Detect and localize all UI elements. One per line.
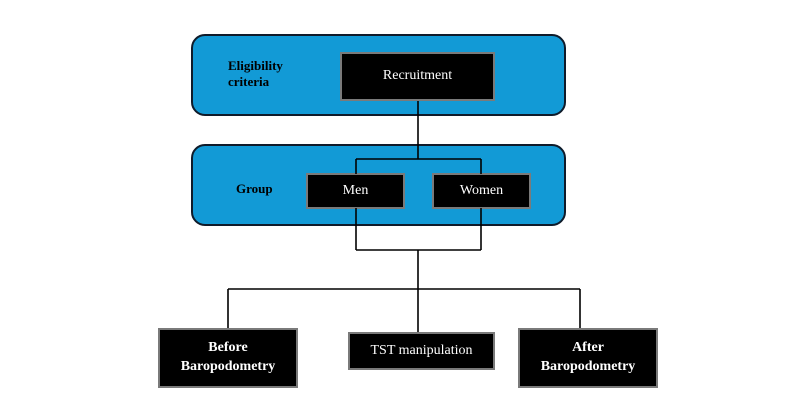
- tst-manipulation-text: TST manipulation: [370, 342, 473, 358]
- group-label: Group: [236, 181, 273, 196]
- recruitment-node: Recruitment: [340, 52, 495, 101]
- after-baropodometry-node: After Baropodometry: [518, 328, 658, 388]
- women-node-text: Women: [459, 182, 504, 198]
- tst-manipulation-node: TST manipulation: [348, 332, 495, 370]
- women-node: Women: [432, 173, 531, 209]
- before-baropodometry-node: Before Baropodometry: [158, 328, 298, 388]
- men-node: Men: [306, 173, 405, 209]
- recruitment-node-text: Recruitment: [382, 68, 453, 84]
- eligibility-criteria-label: Eligibility criteria: [228, 58, 283, 90]
- men-node-text: Men: [342, 182, 369, 198]
- before-baropodometry-text: Before Baropodometry: [180, 340, 276, 374]
- after-baropodometry-text: After Baropodometry: [540, 340, 636, 374]
